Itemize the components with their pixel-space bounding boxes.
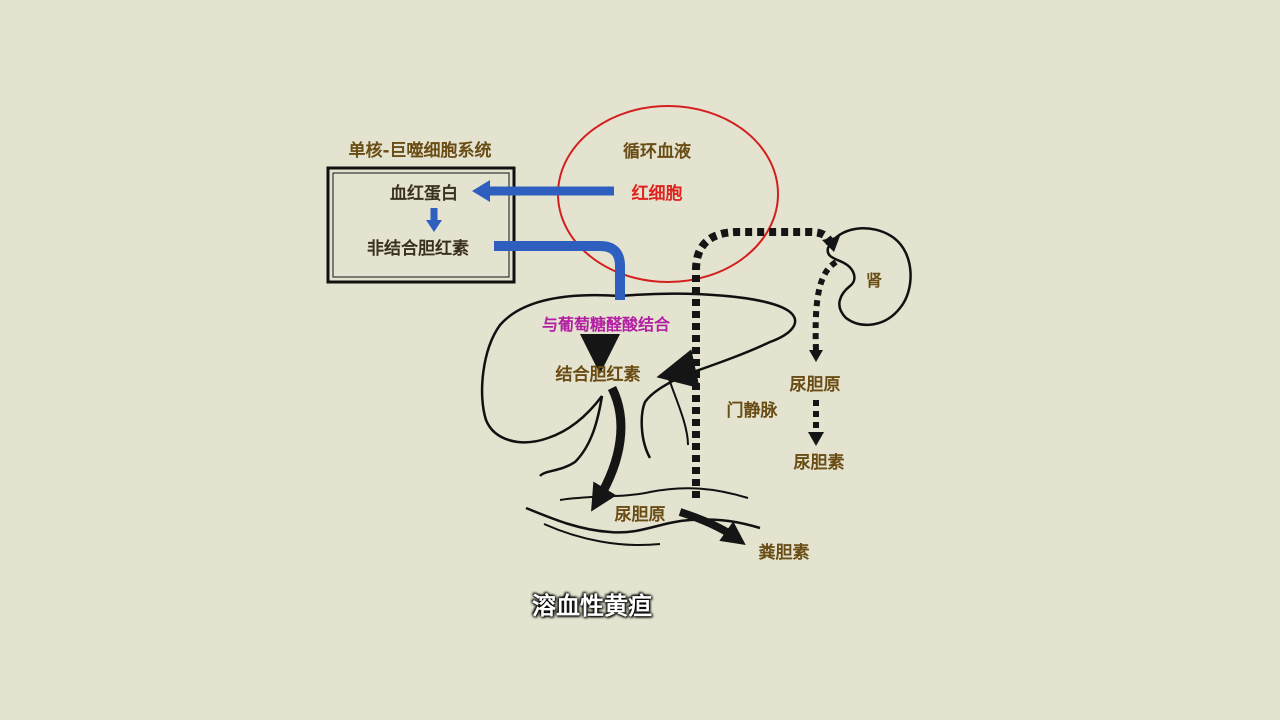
arrow-to-stercobilin: [678, 508, 746, 545]
liver-lower-edge: [640, 374, 683, 459]
mps-system-box: [326, 166, 516, 284]
urobilin-label: 尿胆素: [794, 453, 845, 473]
dashed-portal-vein-path: [692, 228, 834, 498]
intestine-inner-line: [559, 487, 749, 501]
bile-duct-line: [539, 395, 604, 477]
arrow-portal-to-liver: [656, 349, 700, 389]
blue-arrow-ub-to-liver: [494, 241, 625, 300]
intestine-lower-line: [543, 523, 661, 547]
unconjugated-bilirubin-label: 非结合胆红素: [367, 238, 469, 259]
circulating-blood-label: 循环血液: [623, 141, 691, 162]
liver-outline-left: [480, 293, 621, 444]
glucuronic-conjugation-label: 与葡萄糖醛酸结合: [542, 315, 671, 334]
dashed-kidney-arrow-head: [809, 350, 823, 362]
conjugated-bilirubin-label: 结合胆红素: [556, 364, 641, 385]
dashed-path-head-kidney: [822, 236, 840, 252]
kidney-label: 肾: [866, 271, 882, 290]
urobilinogen-kidney-label: 尿胆原: [790, 375, 841, 395]
intestine-upper-line: [525, 506, 761, 534]
hemoglobin-label: 血红蛋白: [390, 183, 458, 204]
arrow-bile-to-intestine: [591, 385, 626, 512]
blue-arrow-hb-to-ub-head: [426, 220, 442, 232]
kidney-outline: [826, 227, 912, 326]
blue-arrow-rbc-to-hb-head: [472, 180, 490, 202]
stercobilin-label: 粪胆素: [759, 542, 810, 563]
caption-subtitle: 溶血性黄疸: [532, 592, 652, 620]
liver-vessel-line: [667, 375, 689, 446]
urobilinogen-intestine-label: 尿胆原: [615, 505, 666, 525]
liver-outline-right: [619, 292, 797, 378]
mps-system-inner-box: [332, 172, 510, 278]
dashed-urobilin-arrow-head: [808, 432, 824, 446]
mps-system-label: 单核-巨噬细胞系统: [348, 140, 491, 161]
red-blood-cell-label: 红细胞: [632, 183, 683, 204]
portal-vein-label: 门静脉: [727, 400, 779, 421]
dashed-kidney-to-urobilinogen: [812, 259, 838, 351]
